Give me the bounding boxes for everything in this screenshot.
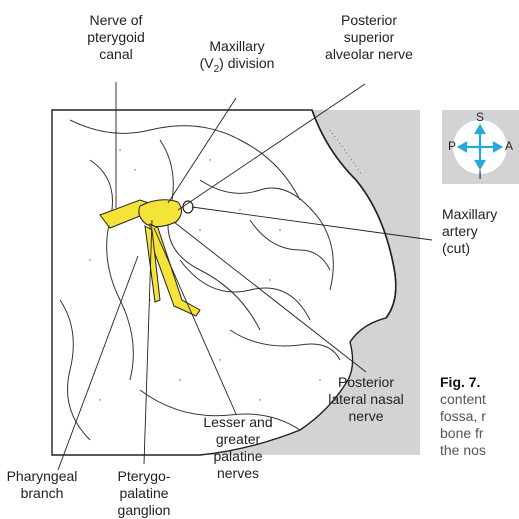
label-posterior-superior-alveolar-nerve: Posterior superior alveolar nerve	[308, 12, 430, 63]
caption-line: content	[440, 391, 486, 407]
figure-caption: Fig. 7. content fossa, r bone fr the nos	[440, 374, 519, 459]
caption-line: bone fr	[440, 425, 484, 441]
label-maxillary-division: Maxillary (V2) division	[186, 38, 288, 78]
label-pharyngeal-branch: Pharyngeal branch	[0, 468, 84, 502]
compass-superior-label: S	[474, 111, 486, 124]
label-maxillary-artery: Maxillary artery (cut)	[442, 206, 519, 257]
compass-inferior-label: I	[474, 169, 486, 182]
figure-number: Fig. 7.	[440, 374, 480, 390]
compass-posterior-label: P	[446, 140, 458, 153]
label-lesser-greater-palatine-nerves: Lesser and greater palatine nerves	[198, 414, 278, 482]
caption-line: fossa, r	[440, 408, 486, 424]
compass-anterior-label: A	[503, 140, 515, 153]
label-pterygopalatine-ganglion: Pterygo- palatine ganglion	[108, 468, 180, 519]
label-nerve-of-pterygoid-canal: Nerve of pterygoid canal	[66, 12, 166, 63]
caption-line: the nos	[440, 442, 486, 458]
label-posterior-lateral-nasal-nerve: Posterior lateral nasal nerve	[316, 374, 416, 425]
